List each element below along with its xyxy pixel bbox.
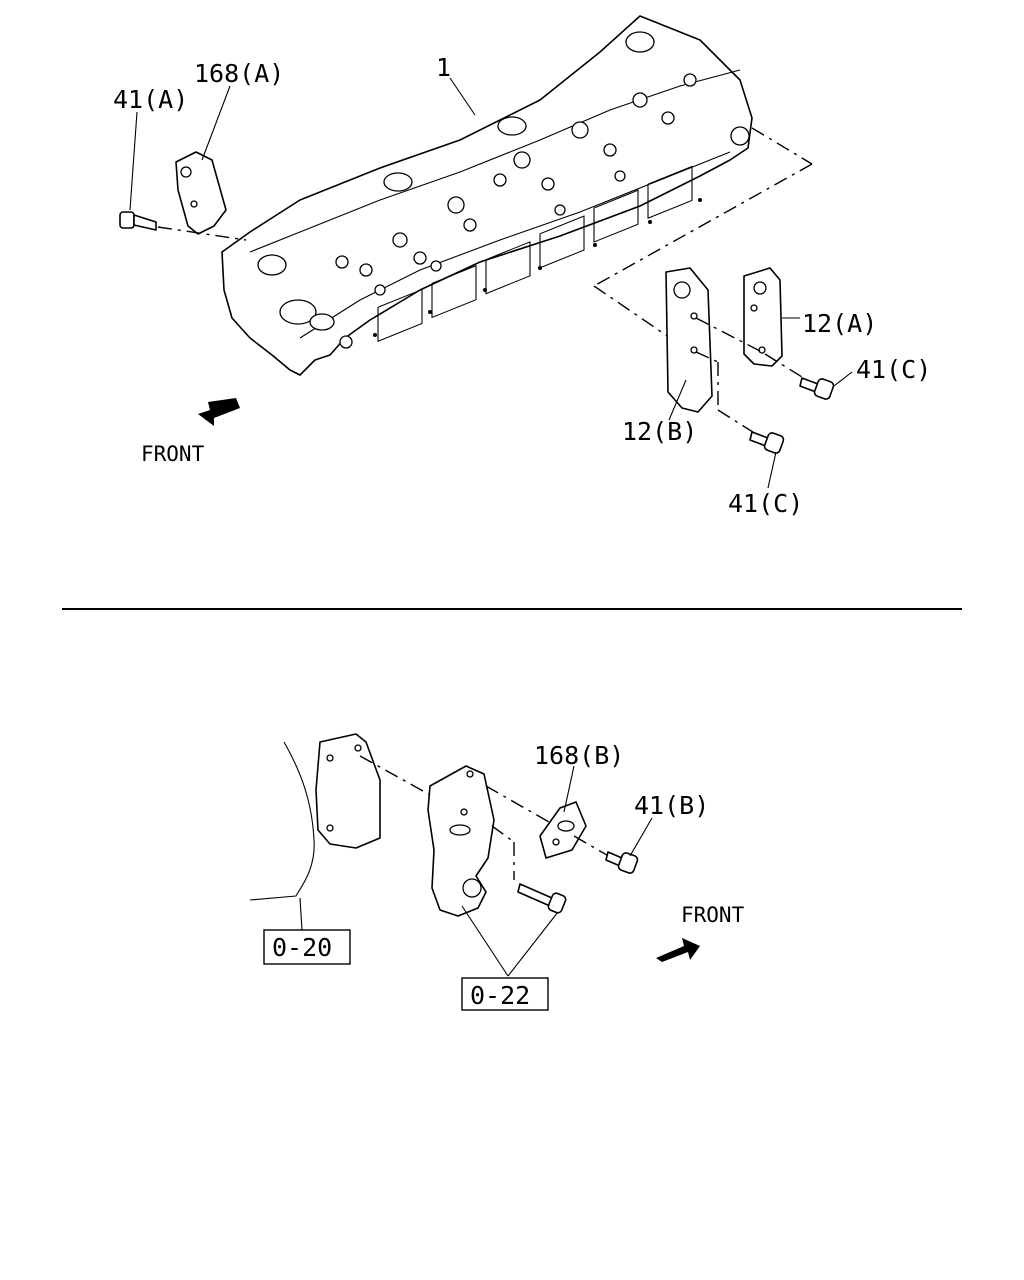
flywheel-housing [249, 733, 381, 901]
leader-0-22-a [461, 905, 509, 977]
label-0-22[interactable]: 0-22 [470, 981, 530, 1010]
label-0-20[interactable]: 0-20 [272, 933, 332, 962]
label-head: 1 [436, 53, 451, 82]
plate-12b [665, 267, 713, 413]
assembly-line-12-5 [717, 409, 757, 435]
front-arrow-bottom-icon [656, 938, 700, 962]
plate-12a [743, 267, 783, 367]
assembly-line-head-1 [751, 127, 813, 165]
label-168b: 168(B) [534, 741, 624, 770]
label-front-top: FRONT [141, 442, 205, 466]
bottom-section: 0-20 0-22 168(B) [249, 733, 745, 1011]
label-41a: 41(A) [113, 85, 188, 114]
leader-0-20 [299, 897, 303, 931]
bolt-41c-upper [799, 377, 835, 400]
assembly-line-mount-2 [491, 825, 515, 843]
assembly-line-12-2 [764, 353, 811, 383]
leader-0-22-b [507, 911, 559, 977]
leader-168b [563, 765, 575, 813]
ref-box-0-22[interactable] [461, 977, 549, 1011]
label-12b: 12(B) [622, 417, 697, 446]
top-section: 1 168(A) 41(A) 12(B) [113, 15, 931, 518]
leader-41b [629, 817, 653, 857]
assembly-line-head-2 [593, 163, 813, 287]
leader-12b [668, 379, 687, 421]
assembly-line-12-1 [695, 317, 763, 353]
label-41c-lower: 41(C) [728, 489, 803, 518]
engine-mount [427, 765, 495, 917]
cylinder-head [221, 15, 753, 376]
bolt-41a [119, 211, 157, 231]
assembly-line-housing [359, 755, 433, 797]
leader-head [449, 77, 476, 116]
mount-bolt [517, 883, 567, 914]
ref-box-0-20[interactable] [263, 929, 351, 965]
leader-41a [129, 111, 138, 211]
assembly-line-12-3 [695, 351, 719, 363]
assembly-line-head-3 [593, 285, 677, 343]
front-arrow-top-icon [198, 398, 240, 426]
leader-41c-lower [767, 451, 777, 489]
label-41c-upper: 41(C) [856, 355, 931, 384]
bolt-41c-lower [749, 431, 785, 454]
assembly-line-mount-1 [485, 785, 557, 827]
bracket-168b [539, 801, 587, 859]
leader-168a [201, 85, 231, 161]
leader-41c-upper [833, 371, 853, 387]
label-12a: 12(A) [802, 309, 877, 338]
bolt-41b [605, 851, 639, 874]
label-front-bottom: FRONT [681, 903, 745, 927]
label-168a: 168(A) [194, 59, 284, 88]
bracket-168a [175, 151, 227, 235]
label-41b: 41(B) [634, 791, 709, 820]
assembly-line-168b [573, 835, 613, 859]
